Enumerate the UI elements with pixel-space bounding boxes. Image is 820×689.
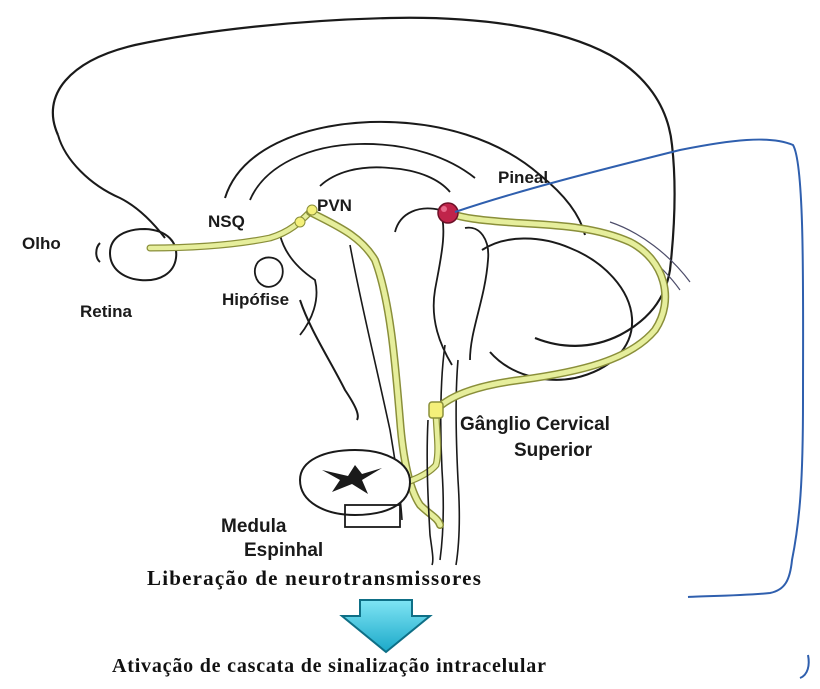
thalamus-outline (395, 208, 452, 365)
label-nsq: NSQ (208, 212, 245, 232)
label-olho: Olho (22, 234, 61, 254)
label-ganglio-line2: Superior (514, 440, 592, 462)
eye-outline (110, 229, 176, 280)
caption-activation: Ativação de cascata de sinalização intra… (112, 655, 547, 678)
label-medula-line1: Medula (221, 516, 286, 538)
caption-release: Liberação de neurotransmissores (147, 566, 482, 591)
label-ganglio-line1: Gânglio Cervical (460, 414, 610, 436)
brain-outline (53, 18, 675, 346)
feedback-line (455, 140, 803, 597)
label-pvn: PVN (317, 196, 352, 216)
brain-lower-frontal (58, 135, 165, 238)
label-hipofise: Hipófise (222, 290, 289, 310)
pituitary (255, 257, 283, 286)
eye-lens (96, 243, 100, 262)
down-arrow (342, 600, 430, 652)
label-pineal: Pineal (498, 168, 548, 188)
nsq-nucleus (295, 217, 305, 227)
feedback-return (800, 655, 809, 678)
fornix (320, 167, 450, 192)
lower-column (427, 420, 433, 565)
inner-arc (250, 144, 475, 200)
hypothalamus-outline (280, 235, 317, 335)
ganglion-marker (429, 402, 443, 418)
pineal-gland (438, 203, 458, 223)
label-medula-line2: Espinhal (244, 540, 323, 562)
pvn-nucleus (307, 205, 317, 215)
temporal-lobe (300, 300, 358, 420)
label-retina: Retina (80, 302, 132, 322)
